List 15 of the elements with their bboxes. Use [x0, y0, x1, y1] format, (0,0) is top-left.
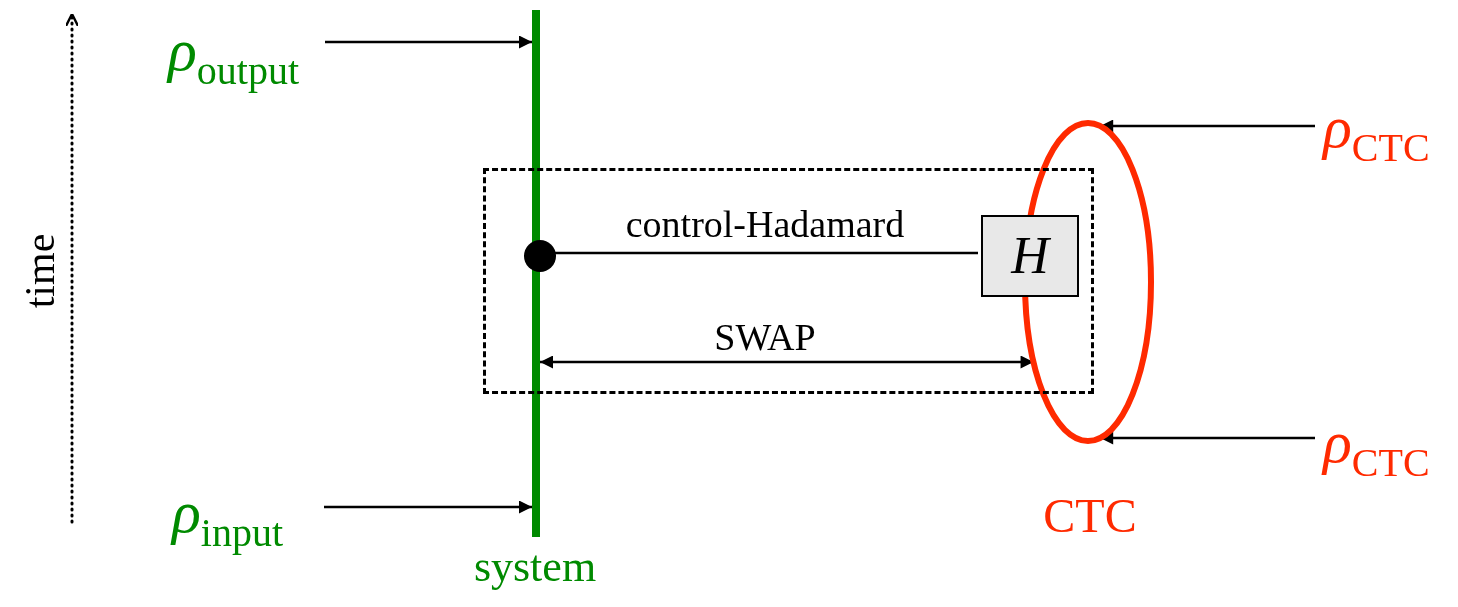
gate-box: H [981, 215, 1079, 297]
loop-label: CTC [1042, 492, 1138, 540]
state-label: ρ$_{CTC}$ [1323, 97, 1456, 168]
arrow [1100, 119, 1315, 133]
dashed-frame [483, 168, 1094, 394]
arrow [1100, 431, 1315, 445]
arrow [540, 355, 1034, 369]
state-label: ρ$_{output}$ [168, 20, 323, 91]
arrow [324, 500, 532, 514]
wire-label: system [472, 545, 598, 589]
state-label: ρ$_{CTC}$ [1323, 412, 1456, 483]
state-label: ρ$_{input}$ [172, 482, 322, 553]
control-dot [524, 240, 556, 272]
arrow [325, 35, 532, 49]
axis-label: time [19, 232, 61, 311]
